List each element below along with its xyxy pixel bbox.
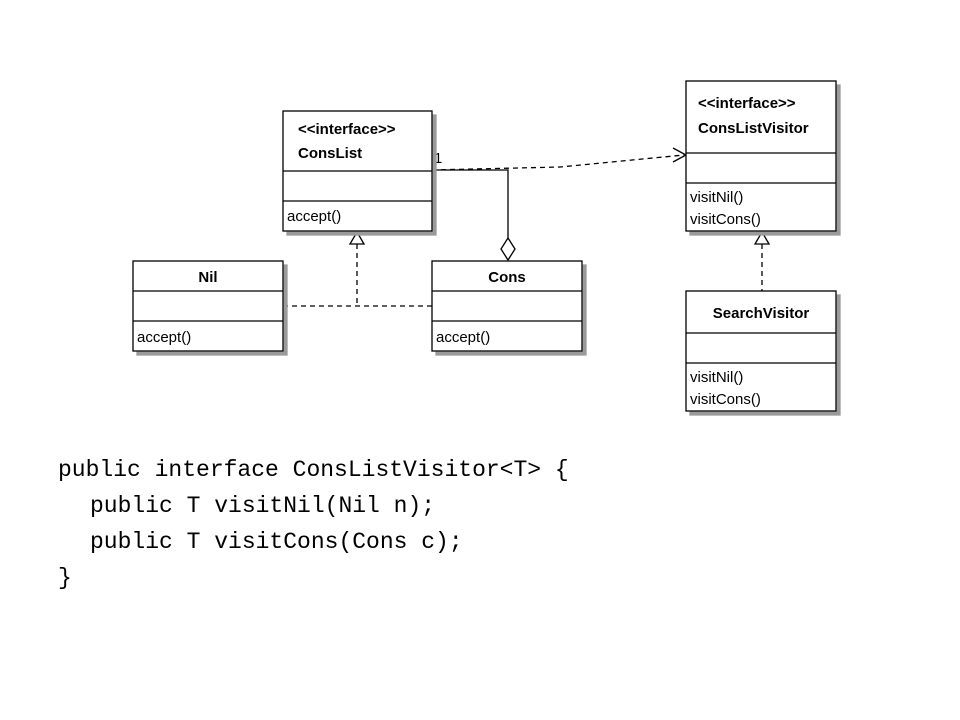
dependency-arrow xyxy=(431,147,688,171)
operation: visitNil() xyxy=(690,189,743,206)
operation: visitCons() xyxy=(690,391,761,408)
class-cons: Cons accept() xyxy=(431,260,583,352)
class-name: Nil xyxy=(198,269,217,286)
code-line: public T visitNil(Nil n); xyxy=(90,493,436,519)
class-searchvisitor: SearchVisitor visitNil() visitCons() xyxy=(685,290,837,412)
class-name: ConsList xyxy=(298,145,362,162)
operation: accept() xyxy=(137,329,191,346)
code-line: } xyxy=(58,565,72,591)
code-line: public interface ConsListVisitor<T> { xyxy=(58,457,569,483)
class-name: SearchVisitor xyxy=(713,305,810,322)
class-name: ConsListVisitor xyxy=(698,120,809,137)
operation: accept() xyxy=(436,329,490,346)
code-line: public T visitCons(Cons c); xyxy=(90,529,463,555)
stereotype-label: <<interface>> xyxy=(298,121,396,138)
class-conslistvisitor: <<interface>> ConsListVisitor visitNil()… xyxy=(685,80,837,232)
aggregation-line xyxy=(432,169,516,262)
class-conslist: <<interface>> ConsList accept() xyxy=(282,110,433,232)
operation: accept() xyxy=(287,208,341,225)
realization-nil-cons xyxy=(283,230,432,307)
stereotype-label: <<interface>> xyxy=(698,95,796,112)
operation: visitCons() xyxy=(690,211,761,228)
uml-class-diagram: 1 <<interface>> ConsList accept() <<inte… xyxy=(132,80,837,412)
class-name: Cons xyxy=(488,269,526,286)
realization-searchvisitor xyxy=(753,230,771,291)
multiplicity-label: 1 xyxy=(434,150,442,167)
operation: visitNil() xyxy=(690,369,743,386)
code-listing: public interface ConsListVisitor<T> { pub… xyxy=(58,452,569,596)
class-nil: Nil accept() xyxy=(132,260,284,352)
